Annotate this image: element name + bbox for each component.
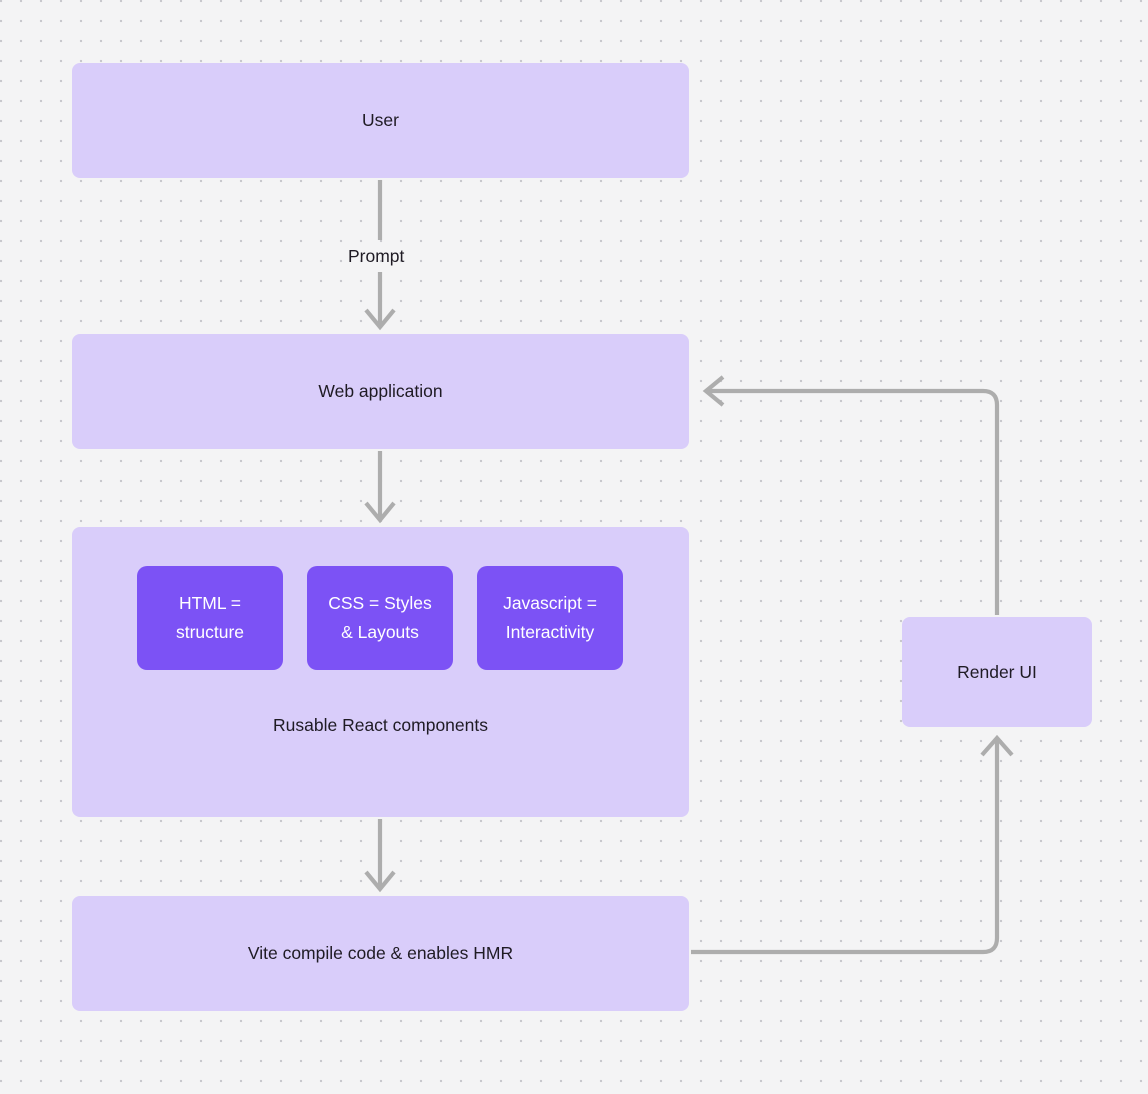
edge-render-to-webapp [708,388,1000,615]
arrowhead-down-components [364,501,396,524]
node-css-line1: CSS = Styles [328,593,432,614]
node-render-ui-label: Render UI [957,661,1037,682]
node-vite[interactable]: Vite compile code & enables HMR [72,896,689,1011]
node-user[interactable]: User [72,63,689,178]
node-html-label: HTML = structure [176,589,244,647]
edge-label-prompt: Prompt [348,246,405,266]
arrowhead-down-vite [364,870,396,893]
node-css-label: CSS = Styles & Layouts [328,589,432,647]
edge-vite-to-render [691,740,1000,955]
node-html-line2: structure [175,622,245,642]
arrowhead-down-webapp [364,308,396,331]
node-web-application-label: Web application [318,381,443,402]
node-html-line1: HTML = [178,593,242,614]
node-javascript-line1: Javascript = [503,593,597,614]
arrowhead-up-render [980,734,1014,757]
node-render-ui[interactable]: Render UI [902,617,1092,727]
node-css-line2: & Layouts [341,622,419,642]
node-javascript-line2: Interactivity [505,622,595,642]
node-user-label: User [362,110,399,131]
node-css[interactable]: CSS = Styles & Layouts [307,566,453,670]
node-html[interactable]: HTML = structure [137,566,283,670]
arrowhead-left-webapp [702,375,725,407]
components-container-caption: Rusable React components [273,715,488,735]
node-javascript-label: Javascript = Interactivity [503,589,597,647]
node-javascript[interactable]: Javascript = Interactivity [477,566,623,670]
node-web-application[interactable]: Web application [72,334,689,449]
node-vite-label: Vite compile code & enables HMR [247,943,514,964]
